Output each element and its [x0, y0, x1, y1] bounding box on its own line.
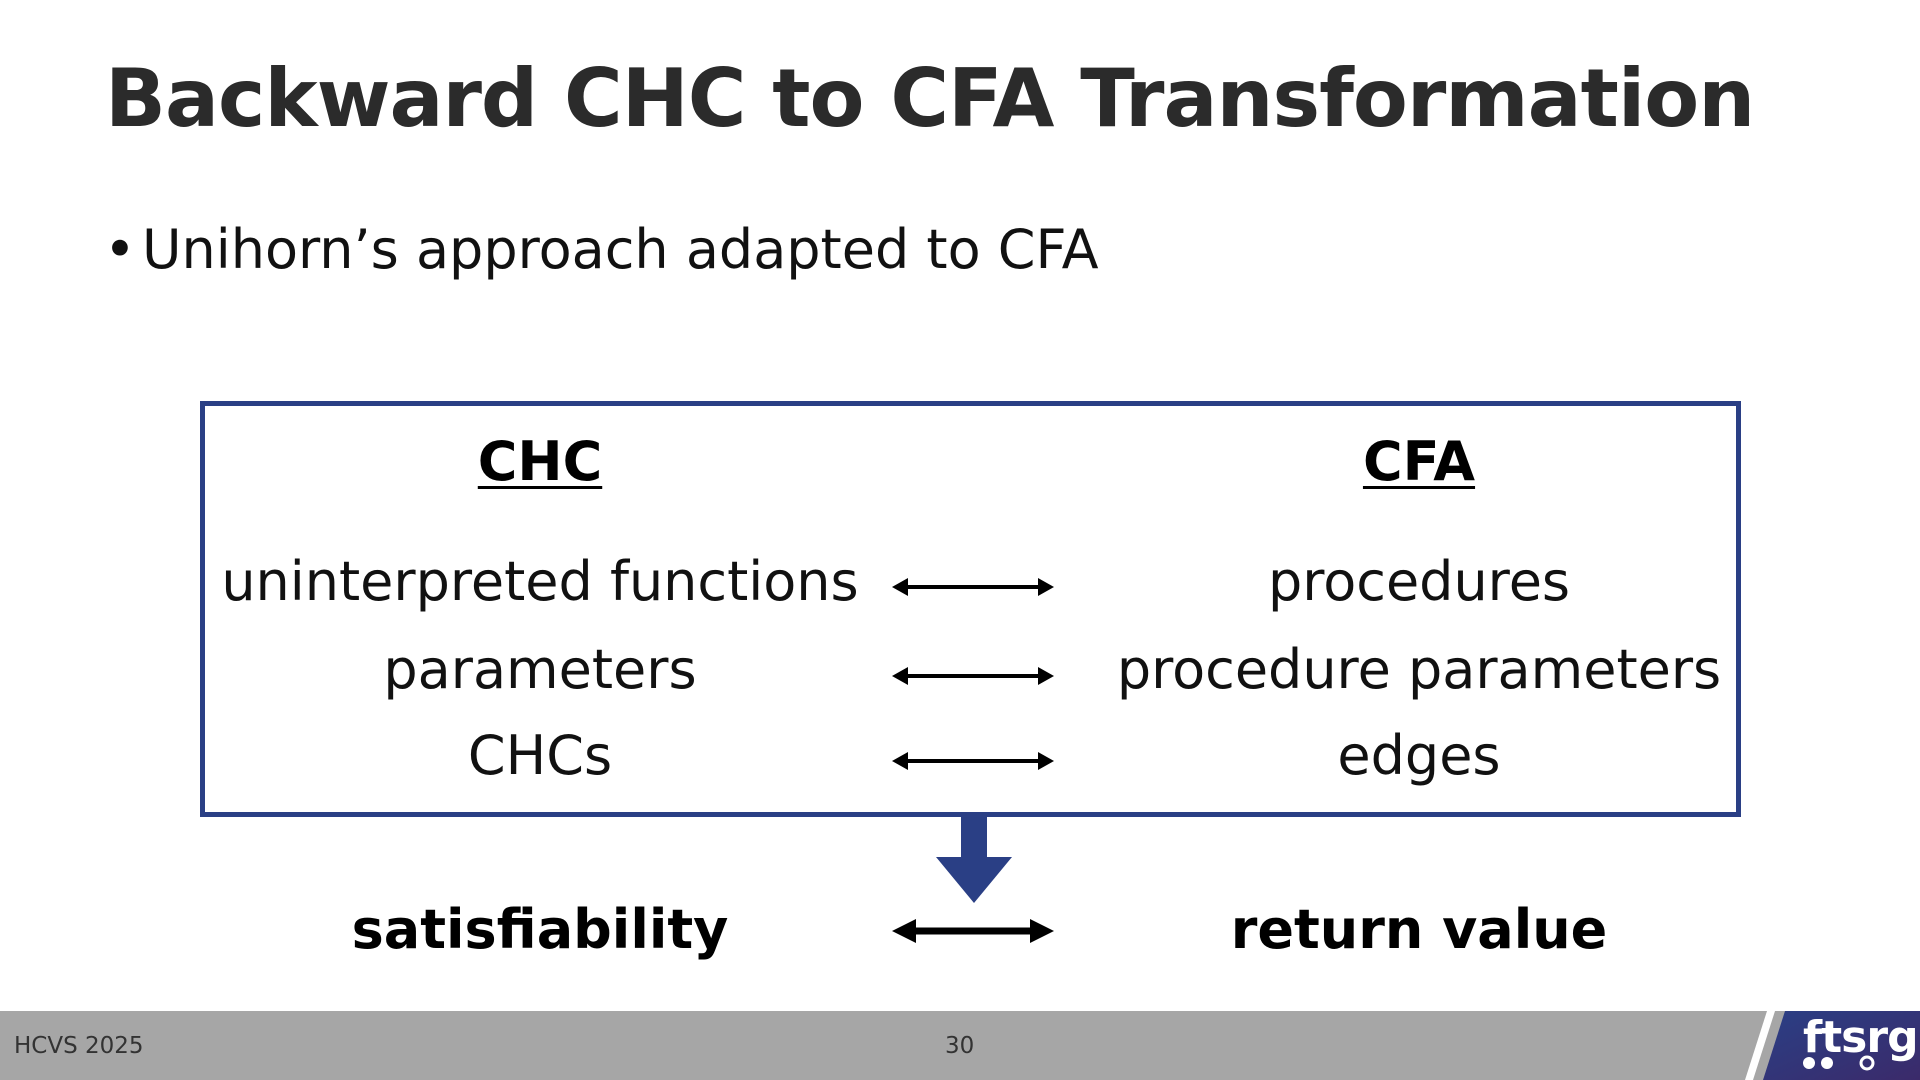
page-number: 30 — [945, 1033, 975, 1059]
double-arrow-icon — [892, 667, 1054, 685]
cfa-column-header: CFA — [1362, 430, 1476, 493]
double-arrow-icon — [892, 752, 1054, 770]
bullet-dot: • — [104, 218, 136, 281]
logo-text: ftsrg — [1803, 1012, 1919, 1063]
footer-event: HCVS 2025 — [14, 1033, 144, 1059]
bullet-item: •Unihorn’s approach adapted to CFA — [104, 218, 1099, 281]
slide-title: Backward CHC to CFA Transformation — [105, 52, 1755, 145]
down-arrow-icon — [936, 815, 1012, 903]
mapping-right-cell: procedures — [1267, 550, 1571, 613]
bold-double-arrow-icon — [892, 919, 1054, 943]
result-left-cell: satisfiability — [351, 898, 729, 961]
mapping-left-cell: uninterpreted functions — [221, 550, 859, 613]
mapping-right-cell: procedure parameters — [1116, 638, 1722, 701]
double-arrow-icon — [892, 578, 1054, 596]
ftsrg-logo — [1745, 1011, 1920, 1080]
bullet-text: Unihorn’s approach adapted to CFA — [142, 218, 1099, 281]
footer-bar — [0, 1011, 1920, 1080]
mapping-box — [200, 401, 1741, 817]
result-right-cell: return value — [1230, 898, 1608, 961]
chc-column-header: CHC — [477, 430, 603, 493]
mapping-left-cell: parameters — [383, 638, 697, 701]
mapping-right-cell: edges — [1337, 724, 1501, 787]
mapping-left-cell: CHCs — [467, 724, 613, 787]
